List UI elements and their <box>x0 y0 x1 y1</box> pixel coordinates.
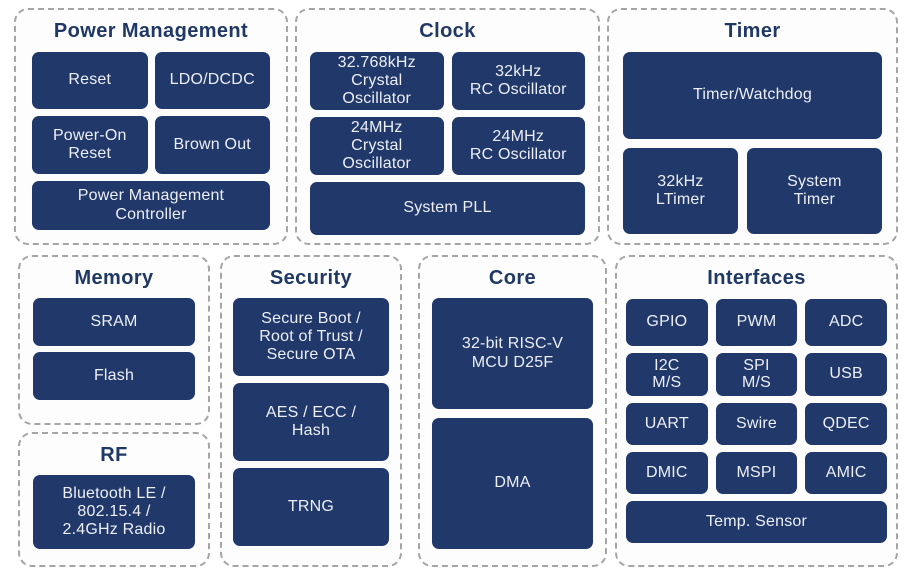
section-content: Reset LDO/DCDC Power-On Reset Brown Out … <box>16 44 286 243</box>
block-pwm: PWM <box>715 299 798 346</box>
section-interfaces: Interfaces GPIO PWM ADC I2C M/S SPI M/S … <box>615 255 898 567</box>
section-title-clock: Clock <box>419 20 476 42</box>
section-rf: RF Bluetooth LE / 802.15.4 / 2.4GHz Radi… <box>18 432 210 567</box>
block-ldo-dcdc: LDO/DCDC <box>154 52 270 109</box>
section-timer: Timer Timer/Watchdog 32kHz LTimer System… <box>607 8 898 245</box>
block-spi-ms: SPI M/S <box>715 353 798 396</box>
section-content: Secure Boot / Root of Trust / Secure OTA… <box>222 291 400 565</box>
section-title-rf: RF <box>100 444 128 466</box>
block-32-768khz-crystal-oscillator: 32.768kHz Crystal Oscillator <box>310 52 444 110</box>
section-title-interfaces: Interfaces <box>707 267 806 289</box>
block-24mhz-rc-oscillator: 24MHz RC Oscillator <box>451 117 585 175</box>
section-title-timer: Timer <box>724 20 781 42</box>
block-trng: TRNG <box>233 468 389 546</box>
block-system-pll: System PLL <box>310 182 585 235</box>
block-qdec: QDEC <box>805 403 887 445</box>
block-dma: DMA <box>432 418 593 549</box>
block-32bit-riscv-mcu-d25f: 32-bit RISC-V MCU D25F <box>432 298 593 409</box>
block-usb: USB <box>805 353 887 396</box>
block-mspi: MSPI <box>715 452 798 494</box>
section-content: Timer/Watchdog 32kHz LTimer System Timer <box>609 44 896 245</box>
block-power-management-controller: Power Management Controller <box>32 181 270 230</box>
block-gpio: GPIO <box>626 299 708 346</box>
section-content: GPIO PWM ADC I2C M/S SPI M/S USB UART Sw… <box>617 291 896 565</box>
block-uart: UART <box>626 403 708 445</box>
section-content: 32.768kHz Crystal Oscillator 32kHz RC Os… <box>297 44 598 247</box>
block-32khz-rc-oscillator: 32kHz RC Oscillator <box>451 52 585 110</box>
block-bluetooth-802154-24ghz-radio: Bluetooth LE / 802.15.4 / 2.4GHz Radio <box>33 475 195 549</box>
block-brown-out: Brown Out <box>154 116 270 174</box>
section-memory: Memory SRAM Flash <box>18 255 210 425</box>
section-content: 32-bit RISC-V MCU D25F DMA <box>420 291 605 565</box>
section-clock: Clock 32.768kHz Crystal Oscillator 32kHz… <box>295 8 600 245</box>
block-system-timer: System Timer <box>746 148 882 234</box>
block-dmic: DMIC <box>626 452 708 494</box>
section-core: Core 32-bit RISC-V MCU D25F DMA <box>418 255 607 567</box>
section-title-security: Security <box>269 267 353 289</box>
section-security: Security Secure Boot / Root of Trust / S… <box>220 255 402 567</box>
block-adc: ADC <box>805 299 887 346</box>
block-reset: Reset <box>32 52 148 109</box>
block-aes-ecc-hash: AES / ECC / Hash <box>233 383 389 461</box>
block-swire: Swire <box>715 403 798 445</box>
block-24mhz-crystal-oscillator: 24MHz Crystal Oscillator <box>310 117 444 175</box>
section-title-power-management: Power Management <box>53 20 249 42</box>
block-flash: Flash <box>33 352 195 400</box>
section-title-core: Core <box>488 267 537 289</box>
section-content: Bluetooth LE / 802.15.4 / 2.4GHz Radio <box>20 468 208 565</box>
block-secure-boot-root-of-trust-secure-ota: Secure Boot / Root of Trust / Secure OTA <box>233 298 389 376</box>
block-sram: SRAM <box>33 298 195 346</box>
block-amic: AMIC <box>805 452 887 494</box>
block-timer-watchdog: Timer/Watchdog <box>623 52 882 139</box>
section-content: SRAM Flash <box>20 291 208 423</box>
block-temp-sensor: Temp. Sensor <box>626 501 887 543</box>
block-i2c-ms: I2C M/S <box>626 353 708 396</box>
section-power-management: Power Management Reset LDO/DCDC Power-On… <box>14 8 288 245</box>
block-power-on-reset: Power-On Reset <box>32 116 148 174</box>
section-title-memory: Memory <box>74 267 154 289</box>
block-32khz-ltimer: 32kHz LTimer <box>623 148 738 234</box>
